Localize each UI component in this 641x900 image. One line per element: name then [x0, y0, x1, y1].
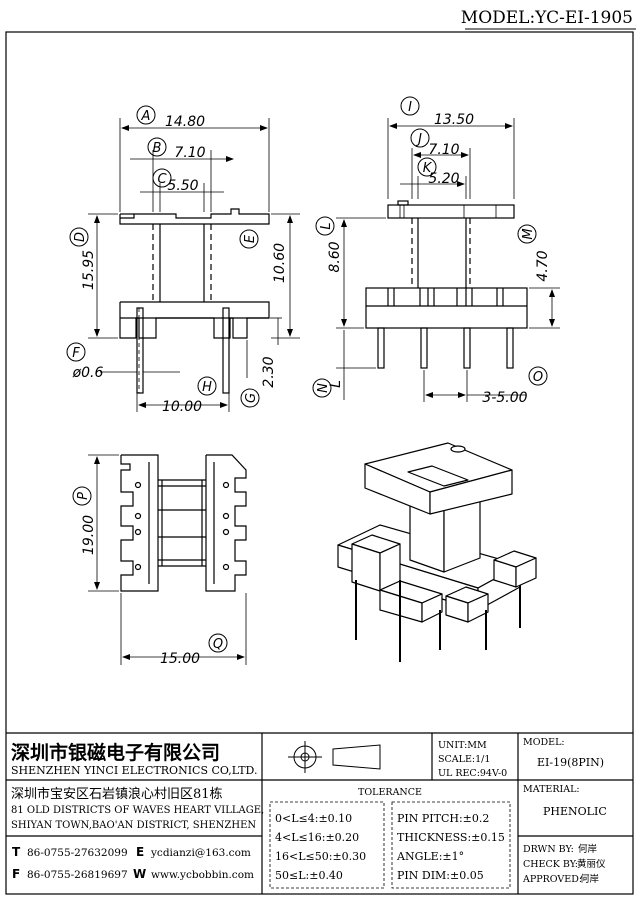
web-value: www.ycbobbin.com [151, 869, 254, 881]
model-value: EI-19(8PIN) [537, 756, 604, 769]
material-label: MATERIAL: [523, 784, 580, 795]
address-cn: 深圳市宝安区石岩镇浪心村旧区81栋 [11, 786, 223, 802]
drawn-value: 何岸 [578, 843, 598, 855]
tolerance2-1: THICKNESS:±0.15 [397, 831, 505, 844]
dim-N: L [328, 380, 344, 388]
side-view [365, 200, 528, 369]
callout-H: H [202, 380, 212, 395]
dim-A: 14.80 [165, 114, 205, 130]
dim-C: 5.50 [167, 178, 198, 194]
tolerance-box [269, 801, 511, 889]
callout-D: D [73, 232, 88, 242]
ul-rec: UL REC:94V-0 [438, 768, 507, 779]
tel-label: T [12, 845, 21, 859]
front-dimensions [88, 118, 300, 412]
dim-L: 8.60 [327, 241, 343, 272]
check-label: CHECK BY: [523, 859, 578, 870]
approved-value: 何岸 [580, 873, 600, 885]
tolerance2-2: ANGLE:±1° [396, 850, 464, 863]
dim-K: 5.20 [428, 171, 459, 187]
dim-P: 19.00 [81, 515, 97, 555]
side-dimensions [336, 118, 560, 402]
callout-M: M [521, 228, 536, 239]
callout-J: J [415, 132, 422, 147]
model-header: MODEL:YC-EI-1905 [461, 8, 633, 28]
callout-G: G [244, 393, 259, 403]
email-label: E [136, 845, 144, 859]
address-en-1: 81 OLD DISTRICTS OF WAVES HEART VILLAGE, [11, 805, 264, 816]
web-label: W [133, 867, 146, 881]
dim-M: 4.70 [535, 250, 551, 281]
tolerance-0: 0<L≤4:±0.10 [275, 812, 352, 825]
material-value: PHENOLIC [543, 805, 607, 818]
callout-Q: Q [213, 637, 223, 652]
dim-O: 3-5.00 [482, 390, 527, 406]
callout-B: B [153, 141, 162, 156]
unit: UNIT:MM [438, 740, 487, 751]
company-name-cn: 深圳市银磁电子有限公司 [11, 741, 220, 764]
callout-E: E [243, 234, 258, 243]
front-callouts [66, 105, 260, 408]
callout-C: C [157, 172, 167, 187]
tolerance-3: 50≤L:±0.40 [275, 869, 343, 882]
tolerance2-0: PIN PITCH:±0.2 [397, 812, 489, 825]
tolerance-title: TOLERANCE [358, 787, 422, 798]
callout-N: N [316, 383, 331, 393]
side-callouts [312, 96, 548, 398]
dim-E: 10.60 [272, 243, 288, 283]
bottom-callouts [72, 486, 228, 653]
email-value: ycdianzi@163.com [150, 847, 251, 859]
bottom-view [120, 454, 247, 592]
dim-F: ø0.6 [72, 365, 104, 381]
company-name-en: SHENZHEN YINCI ELECTRONICS CO,LTD. [11, 764, 257, 777]
fax-value: 86-0755-26819697 [27, 869, 128, 881]
projection-symbol [288, 741, 381, 773]
dim-I: 13.50 [434, 112, 474, 128]
callout-K: K [423, 161, 433, 176]
approved-label: APPROVED: [522, 874, 582, 885]
drawn-label: DRWN BY: [523, 844, 574, 855]
check-value: 黄丽仪 [577, 858, 606, 870]
callout-F: F [72, 346, 80, 361]
dim-D: 15.95 [81, 250, 97, 290]
dim-B: 7.10 [174, 145, 205, 161]
callout-I: I [408, 100, 412, 115]
dim-H: 10.00 [162, 399, 202, 415]
front-view [119, 208, 270, 394]
callout-O: O [533, 370, 543, 385]
address-en-2: SHIYAN TOWN,BAO'AN DISTRICT, SHENZHEN [11, 820, 256, 831]
scale: SCALE:1/1 [438, 754, 490, 765]
model-label: MODEL: [523, 737, 565, 748]
callout-P: P [76, 492, 91, 500]
tolerance-2: 16<L≤50:±0.30 [275, 850, 366, 863]
fax-label: F [12, 867, 20, 881]
tolerance2-3: PIN DIM:±0.05 [397, 869, 484, 882]
tolerance-1: 4<L≤16:±0.20 [275, 831, 359, 844]
dim-G: 2.30 [261, 356, 277, 387]
title-block [6, 732, 633, 894]
drawing-frame [5, 31, 634, 895]
tel-value: 86-0755-27632099 [27, 847, 128, 859]
bottom-dimensions [88, 454, 247, 665]
isometric-view [337, 442, 537, 662]
callout-A: A [141, 109, 151, 124]
dim-J: 7.10 [428, 142, 459, 158]
dim-Q: 15.00 [160, 651, 200, 667]
callout-L: L [319, 222, 334, 229]
